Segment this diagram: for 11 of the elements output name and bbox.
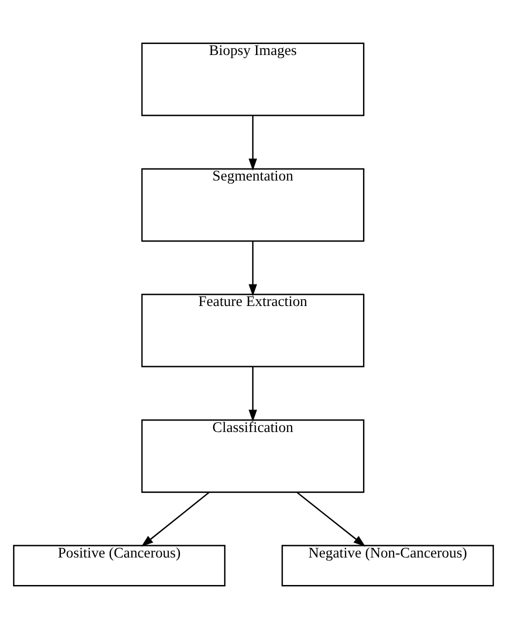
node-box: Positive (Cancerous)	[13, 544, 226, 586]
node-box: Segmentation	[141, 168, 364, 242]
arrow	[296, 491, 366, 546]
arrow	[248, 366, 258, 422]
node-box: Negative (Non-Cancerous)	[282, 544, 494, 586]
arrow	[248, 115, 258, 170]
node-box: Feature Extraction	[141, 293, 364, 367]
node-box: Classification	[141, 418, 364, 492]
node-box: Biopsy Images	[141, 42, 364, 116]
arrow	[248, 240, 258, 296]
arrow	[141, 491, 210, 546]
